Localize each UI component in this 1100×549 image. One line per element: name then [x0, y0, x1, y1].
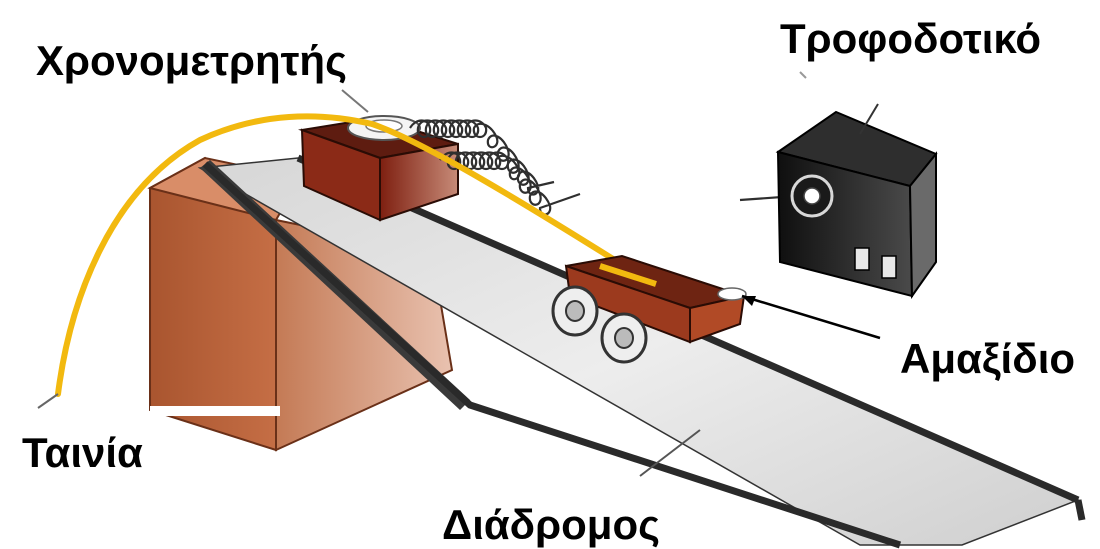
label-cart: Αμαξίδιο — [900, 335, 1076, 382]
label-timer: Χρονομετρητής — [36, 37, 347, 84]
label-track: Διάδρομος — [442, 501, 660, 548]
label-power-supply: Τροφοδοτικό — [780, 15, 1042, 62]
cart-icon — [551, 254, 881, 364]
paper-tape-icon — [37, 113, 659, 409]
power-supply-icon — [775, 71, 938, 300]
coiled-wire-icon — [409, 119, 797, 216]
label-tape: Ταινία — [22, 429, 143, 476]
